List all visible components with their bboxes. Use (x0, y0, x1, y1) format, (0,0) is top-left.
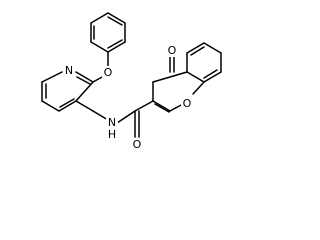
ether-oxygen-atom: O (102, 66, 114, 79)
atom-label: N (65, 64, 73, 77)
pyridine-nitrogen-atom: N (63, 64, 75, 77)
amide-carbonyl (134, 100, 154, 138)
chromone-ring (152, 54, 205, 113)
keto-oxygen-atom: O (166, 44, 178, 57)
linker-bonds (75, 100, 136, 124)
amide-oxygen-atom: O (131, 138, 143, 151)
atom-label: H (108, 128, 116, 141)
amide-nitrogen-atom: N H (106, 116, 118, 141)
phenyl-ring (90, 12, 126, 53)
atom-label: N (108, 116, 116, 129)
atom-label: O (168, 44, 177, 57)
ring-oxygen-atom: O (181, 97, 193, 110)
atom-label: O (104, 66, 113, 79)
benzo-ring (186, 42, 222, 83)
structure-canvas: N O N H O O O (41, 12, 222, 151)
pyridine-ring (41, 71, 94, 112)
atom-label: O (133, 138, 142, 151)
atom-label: O (183, 97, 192, 110)
molecule-drawing: N O N H O O O (41, 12, 222, 151)
